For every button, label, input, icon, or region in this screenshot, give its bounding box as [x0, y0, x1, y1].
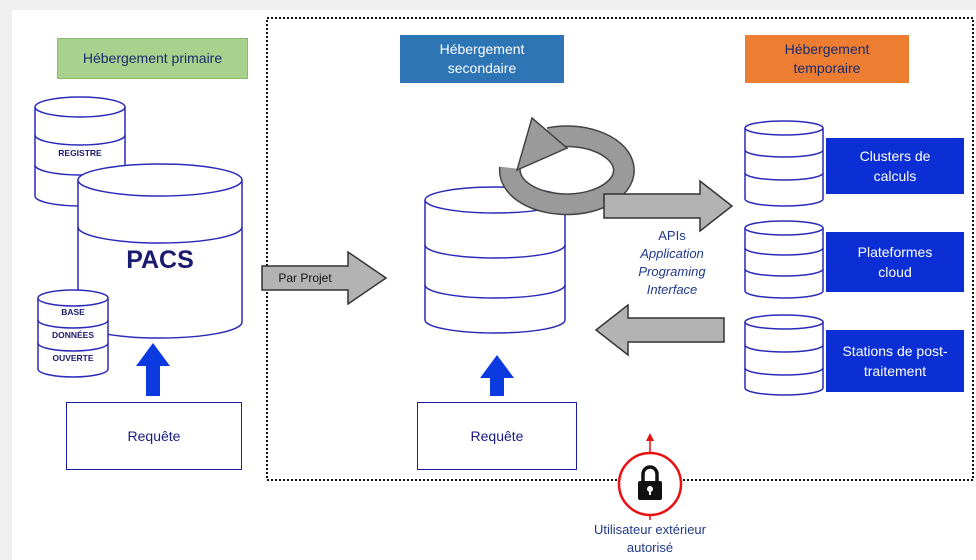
right-arrow-icon: [261, 250, 388, 306]
apis-line-2: Programing: [638, 263, 706, 279]
apis-title: APIs: [658, 227, 686, 243]
service-box-stations: Stations de post-traitement: [826, 330, 964, 392]
registre-label: REGISTRE: [58, 148, 102, 158]
external-user-line2: autorisé: [626, 539, 674, 555]
open-db-label-2: DONNÉES: [51, 330, 95, 340]
header-secondary: Hébergement secondaire: [400, 35, 564, 83]
up-arrow-icon: [480, 355, 514, 396]
right-arrow-icon: [603, 179, 734, 233]
open-db-label-1: BASE: [61, 307, 85, 317]
apis-line-1: Application: [640, 245, 704, 261]
database-icon: [744, 120, 824, 207]
apis-line-3: Interface: [646, 281, 698, 297]
service-box-cloud: Plateformes cloud: [826, 232, 964, 292]
request-box-center: Requête: [417, 402, 577, 470]
database-icon: [744, 314, 824, 396]
database-icon: [744, 220, 824, 299]
up-arrow-icon: [136, 343, 170, 396]
left-arrow-icon: [594, 303, 725, 357]
open-database: [37, 289, 109, 378]
open-db-label-3: OUVERTE: [52, 353, 94, 363]
request-box-left: Requête: [66, 402, 242, 470]
external-user-line1: Utilisateur extérieur: [594, 521, 706, 537]
header-temporary: Hébergement temporaire: [745, 35, 909, 83]
par-projet-label: Par Projet: [278, 271, 332, 285]
refresh-cycle-icon: [498, 116, 635, 216]
pacs-label: PACS: [126, 245, 194, 274]
service-box-clusters: Clusters de calculs: [826, 138, 964, 194]
header-primary: Hébergement primaire: [57, 38, 248, 79]
lock-icon: [638, 465, 662, 500]
